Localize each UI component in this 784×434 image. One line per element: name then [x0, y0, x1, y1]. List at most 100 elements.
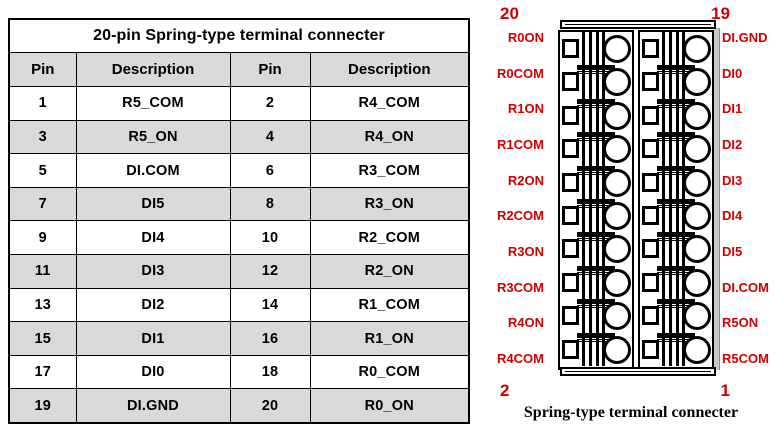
description-cell: R4_ON — [309, 119, 470, 155]
description-cell: R0_ON — [309, 388, 470, 424]
terminal-bar — [676, 32, 679, 66]
terminal-bar — [589, 199, 592, 233]
terminal-bar — [596, 32, 599, 66]
terminal-slot — [640, 65, 712, 99]
terminal-wire-hole — [683, 235, 711, 264]
terminal-bar — [596, 232, 599, 266]
connector-top-rail — [560, 20, 716, 29]
terminal-bar — [669, 65, 672, 99]
terminal-spring-contact — [562, 72, 579, 92]
terminal-bar — [676, 299, 679, 333]
terminal-wire-hole — [603, 68, 631, 97]
terminal-wire-hole — [603, 168, 631, 197]
terminal-bar — [662, 32, 665, 66]
column-header-description-1: Description — [75, 51, 231, 88]
terminal-wire-hole — [683, 101, 711, 130]
terminal-bar — [589, 265, 592, 300]
terminal-wire-hole — [603, 235, 631, 264]
connector-caption: Spring-type terminal connecter — [523, 404, 739, 421]
terminal-label-right: DI1 — [722, 101, 743, 117]
terminal-bar — [662, 299, 665, 333]
terminal-bars — [581, 299, 605, 333]
terminal-bars — [581, 332, 605, 366]
terminal-wire-hole — [683, 202, 711, 230]
corner-number-bottom-right: 1 — [720, 381, 730, 400]
terminal-label-right: DI4 — [722, 208, 743, 224]
description-cell: DI0 — [75, 354, 231, 390]
terminal-label-left: R3ON — [507, 243, 544, 259]
terminal-spring-contact — [562, 139, 579, 159]
terminal-bar — [589, 32, 592, 66]
description-cell: R1_COM — [309, 287, 470, 323]
terminal-bar — [582, 332, 585, 366]
terminal-bar — [582, 132, 585, 166]
terminal-bars — [581, 199, 605, 233]
terminal-wire-hole — [603, 101, 631, 130]
connector-body — [556, 20, 720, 376]
terminal-bars — [661, 199, 685, 233]
description-cell: R2_COM — [309, 220, 470, 256]
terminal-bar — [596, 265, 599, 300]
pin-cell: 20 — [229, 388, 311, 424]
terminal-bar — [662, 98, 665, 133]
terminal-bar — [676, 232, 679, 266]
terminal-slot — [640, 232, 712, 266]
corner-number-top-right: 19 — [711, 4, 730, 23]
terminal-wire-hole — [603, 35, 631, 63]
terminal-bar — [662, 199, 665, 233]
terminal-bar — [669, 98, 672, 133]
corner-number-top-left: 20 — [500, 4, 519, 23]
description-cell: R5_COM — [75, 86, 231, 121]
terminal-slot — [640, 199, 712, 233]
terminal-spring-contact — [562, 239, 579, 259]
terminal-bars — [581, 232, 605, 266]
pin-cell: 15 — [8, 321, 77, 356]
terminal-bars — [581, 132, 605, 166]
terminal-bar — [662, 132, 665, 166]
terminal-slot — [560, 98, 632, 133]
terminal-spring-contact — [642, 339, 659, 359]
terminal-bar — [669, 265, 672, 300]
terminal-slot — [640, 132, 712, 166]
pin-cell: 1 — [8, 86, 77, 121]
terminal-spring-contact — [642, 272, 659, 292]
description-cell: R3_ON — [309, 186, 470, 222]
pin-cell: 16 — [229, 321, 311, 356]
terminal-bar — [662, 65, 665, 99]
terminal-spring-contact — [642, 105, 659, 125]
terminal-slot — [560, 232, 632, 266]
connector-half-left — [558, 30, 634, 370]
connector-half-right — [638, 30, 714, 370]
terminal-bars — [581, 98, 605, 133]
terminal-slot — [640, 32, 712, 66]
terminal-label-left: R3COM — [497, 279, 544, 295]
connector-bottom-rail-inner — [565, 371, 711, 372]
terminal-bar — [669, 332, 672, 366]
terminal-wire-hole — [683, 335, 711, 364]
terminal-label-right: DI.COM — [722, 279, 769, 295]
description-cell: DI.GND — [75, 388, 231, 424]
terminal-slot — [560, 299, 632, 333]
pin-cell: 6 — [229, 153, 311, 188]
terminal-label-right: R5COM — [722, 350, 769, 366]
terminal-bar — [582, 199, 585, 233]
terminal-slot — [640, 165, 712, 199]
terminal-bar — [589, 165, 592, 199]
pin-cell: 2 — [229, 86, 311, 121]
description-cell: R4_COM — [309, 86, 470, 121]
terminal-slot — [560, 32, 632, 66]
terminal-wire-hole — [683, 68, 711, 97]
terminal-label-left: R0ON — [507, 30, 544, 45]
description-cell: R1_ON — [309, 321, 470, 356]
terminal-bar — [676, 332, 679, 366]
pin-cell: 19 — [8, 388, 77, 424]
terminal-slot — [640, 299, 712, 333]
terminal-bar — [669, 32, 672, 66]
terminal-label-left: R1ON — [507, 101, 544, 117]
